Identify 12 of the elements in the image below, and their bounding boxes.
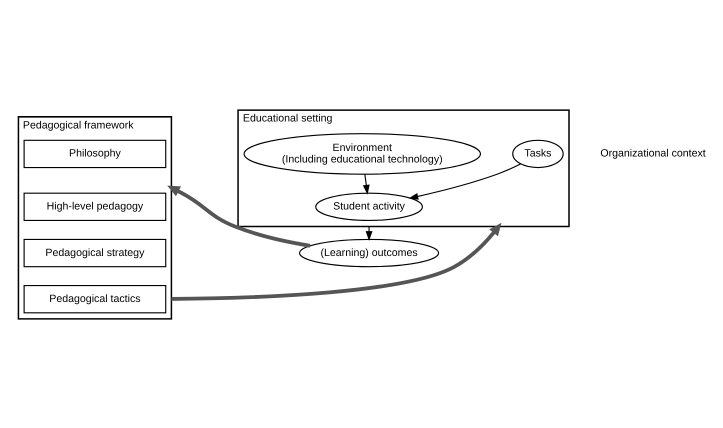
node-ellipse: Tasks [512, 139, 564, 168]
node-box: High-level pedagogy [24, 192, 166, 221]
node-ellipse: (Learning) outcomes [299, 238, 440, 267]
node-box: Pedagogical tactics [24, 284, 166, 313]
node-box: Philosophy [24, 139, 166, 168]
node-ellipse: Environment (Including educational technology) [244, 132, 481, 174]
node-box: Pedagogical strategy [24, 238, 166, 267]
arrow [167, 185, 310, 248]
arrow [408, 162, 522, 200]
label: Organizational context [600, 147, 706, 160]
arrow [171, 222, 502, 300]
arrow [362, 174, 370, 194]
